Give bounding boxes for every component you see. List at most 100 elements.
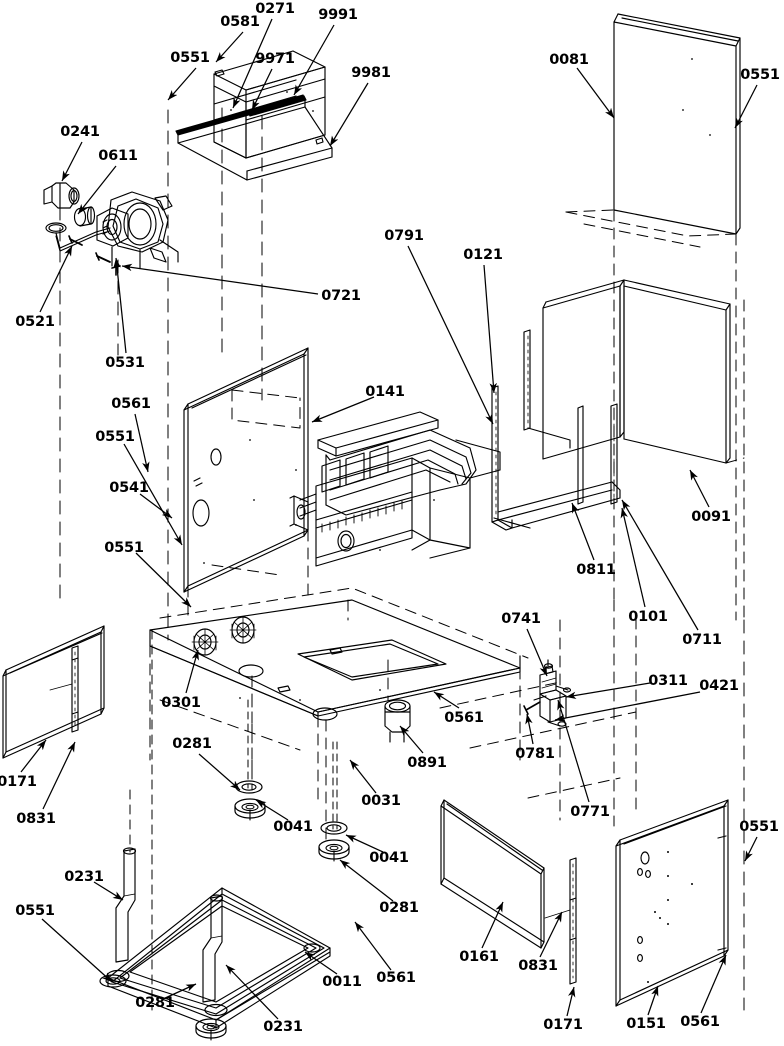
leader-line-0611	[77, 165, 117, 215]
callout-label-0781: 0781	[515, 745, 555, 762]
leader-line-0521	[39, 245, 73, 313]
inner-cabinet-wrapper-geometry	[542, 279, 731, 464]
callout-label-0561: 0561	[111, 395, 151, 412]
leader-line-9971	[251, 68, 273, 111]
leader-line-0311	[565, 682, 651, 700]
leader-line-0151	[647, 985, 659, 1016]
leader-line-0561	[700, 954, 727, 1014]
leader-line-0771	[557, 699, 590, 803]
callout-label-0561: 0561	[444, 709, 484, 726]
callout-label-0101: 0101	[628, 608, 668, 625]
callout-label-0231: 0231	[64, 868, 104, 885]
leader-line-9991	[293, 24, 335, 96]
callout-label-0281: 0281	[379, 899, 419, 916]
callout-label-0281: 0281	[172, 735, 212, 752]
leader-line-0011	[304, 951, 338, 975]
callout-label-0551: 0551	[95, 428, 135, 445]
leader-line-0711	[621, 499, 699, 631]
left-access-panel-geometry	[2, 625, 105, 759]
callout-label-0581: 0581	[220, 13, 260, 30]
leader-line-0541	[139, 493, 173, 519]
leader-line-0121	[483, 264, 497, 394]
leader-line-0031	[349, 759, 377, 794]
leader-line-0281	[339, 859, 394, 902]
callout-label-0171: 0171	[0, 773, 37, 790]
leader-line-0301	[185, 649, 199, 694]
callout-label-0711: 0711	[682, 631, 722, 648]
callout-label-0551: 0551	[739, 818, 779, 835]
callout-label-0091: 0091	[691, 508, 731, 525]
leader-line-0831	[539, 911, 563, 958]
left-side-panel-geometry	[183, 347, 309, 593]
leader-line-0551	[167, 67, 197, 101]
callout-leader-lines	[20, 18, 758, 1020]
divider-rails-geometry	[491, 329, 621, 531]
leader-line-0831	[42, 741, 76, 810]
leader-line-0101	[620, 507, 646, 608]
callout-label-0771: 0771	[570, 803, 610, 820]
callout-label-0161: 0161	[459, 948, 499, 965]
callout-label-0031: 0031	[361, 792, 401, 809]
callout-label-0531: 0531	[105, 354, 145, 371]
callout-label-0721: 0721	[321, 287, 361, 304]
leader-line-0041	[345, 834, 384, 853]
callout-label-0241: 0241	[60, 123, 100, 140]
leader-line-0531	[113, 257, 127, 354]
gas-valve-bracket-geometry	[523, 659, 572, 727]
callout-label-0551: 0551	[170, 49, 210, 66]
callout-label-0141: 0141	[365, 383, 405, 400]
leader-line-0561	[433, 691, 460, 709]
leader-line-0281	[162, 983, 197, 1000]
base-pan-geometry	[106, 847, 331, 1029]
callout-label-9991: 9991	[318, 6, 358, 23]
leader-line-0231	[93, 881, 124, 901]
callout-label-0561: 0561	[376, 969, 416, 986]
callout-label-0551: 0551	[740, 66, 780, 83]
leader-line-0171	[20, 739, 47, 773]
leader-line-0241	[61, 141, 83, 182]
leader-line-0791	[407, 245, 494, 425]
leader-line-0811	[571, 502, 595, 561]
leader-line-0741	[526, 628, 548, 677]
leader-line-0551	[744, 836, 758, 862]
callout-label-0041: 0041	[369, 849, 409, 866]
callout-label-9981: 9981	[351, 64, 391, 81]
callout-label-0561: 0561	[680, 1013, 720, 1030]
callout-label-0121: 0121	[463, 246, 503, 263]
callout-label-0311: 0311	[648, 672, 688, 689]
callout-label-0831: 0831	[16, 810, 56, 827]
callout-label-0831: 0831	[518, 957, 558, 974]
callout-label-0301: 0301	[161, 694, 201, 711]
access-door-geometry	[440, 799, 545, 949]
callout-label-0281: 0281	[135, 994, 175, 1011]
rear-cabinet-panel-geometry	[613, 13, 741, 235]
leader-line-0091	[689, 469, 710, 508]
leader-line-0281	[198, 753, 241, 791]
leader-line-0171	[566, 986, 576, 1017]
callout-label-0551: 0551	[15, 902, 55, 919]
leader-line-0231	[225, 964, 279, 1020]
callout-label-0891: 0891	[407, 754, 447, 771]
callout-label-0541: 0541	[109, 479, 149, 496]
leader-line-0551	[135, 552, 192, 608]
leader-line-0141	[311, 396, 375, 423]
top-duct-panel-geometry	[175, 50, 333, 181]
callout-label-0551: 0551	[104, 539, 144, 556]
callout-label-0271: 0271	[255, 0, 295, 17]
leader-line-0041	[255, 799, 289, 821]
leader-line-0561	[354, 921, 392, 971]
leader-line-0081	[576, 67, 615, 119]
leader-line-0551	[734, 84, 758, 129]
callout-label-0171: 0171	[543, 1016, 583, 1033]
callout-label-0081: 0081	[549, 51, 589, 68]
leader-line-0781	[525, 713, 534, 745]
leader-line-0421	[554, 691, 701, 722]
callout-label-0791: 0791	[384, 227, 424, 244]
leader-line-9981	[329, 82, 369, 147]
callout-label-0421: 0421	[699, 677, 739, 694]
callout-label-0521: 0521	[15, 313, 55, 330]
callout-label-0811: 0811	[576, 561, 616, 578]
heat-exchanger-geometry	[289, 411, 501, 567]
